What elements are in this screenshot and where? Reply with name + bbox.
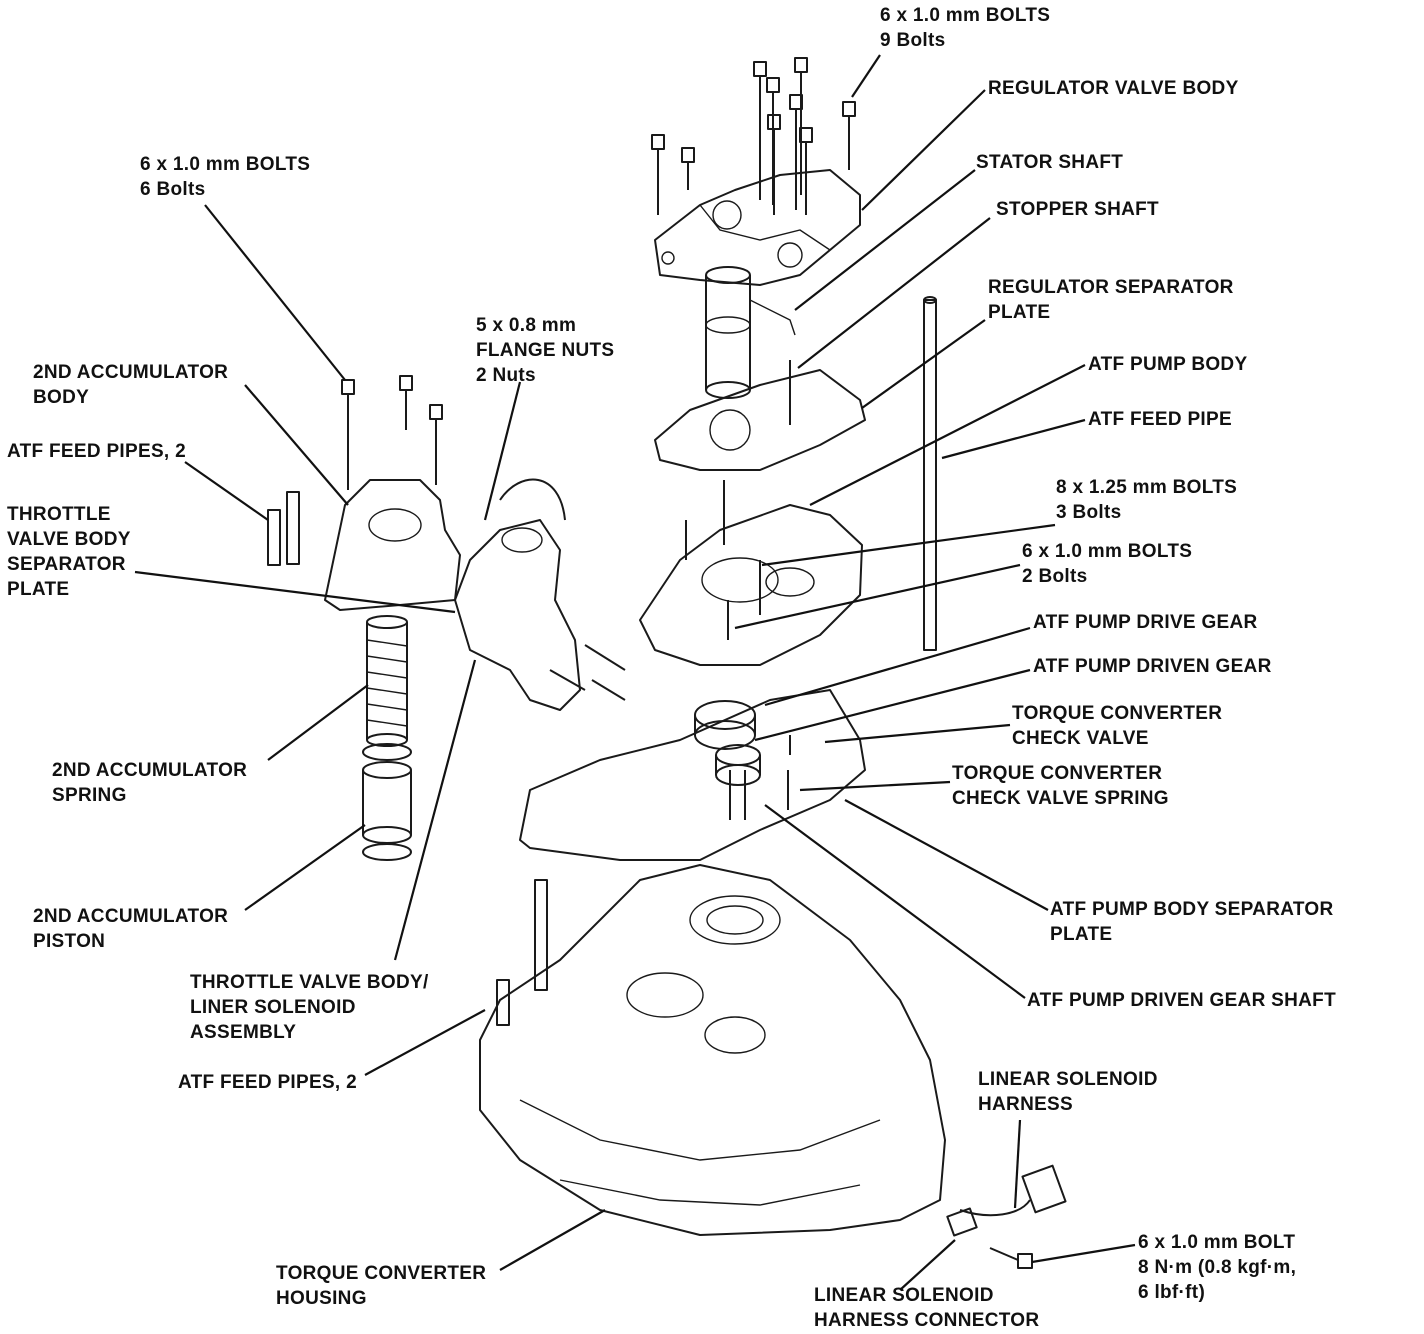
regulator-valve-body [654, 169, 861, 286]
atf-feed-pipes-upper [267, 491, 300, 566]
throttle-valve-body-assembly [454, 478, 626, 711]
atf-pump-body [639, 480, 863, 666]
label-atf-feed-pipes-2-upper: ATF FEED PIPES, 2 [7, 441, 186, 462]
leader-lines [134, 54, 1136, 1291]
label-regulator-valve-body: REGULATOR VALVE BODY [988, 78, 1239, 99]
atf-pump-gears [694, 700, 761, 786]
label-stopper-shaft: STOPPER SHAFT [996, 199, 1159, 220]
label-atf-pump-drive-gear: ATF PUMP DRIVE GEAR [1033, 612, 1258, 633]
torque-converter-housing [479, 864, 946, 1236]
second-accumulator-body [324, 375, 461, 611]
stator-shaft [705, 266, 796, 399]
atf-feed-pipe-long [923, 296, 937, 651]
label-atf-feed-pipe: ATF FEED PIPE [1088, 409, 1232, 430]
regulator-bolts-9 [651, 57, 856, 215]
regulator-separator-plate [654, 360, 866, 471]
atf-pump-body-separator-plate [519, 689, 866, 861]
second-accumulator-spring [366, 615, 408, 747]
label-atf-pump-driven-gear: ATF PUMP DRIVEN GEAR [1033, 656, 1272, 677]
second-accumulator-piston [362, 743, 412, 861]
label-stator-shaft: STATOR SHAFT [976, 152, 1124, 173]
label-atf-pump-body: ATF PUMP BODY [1088, 354, 1248, 375]
label-atf-feed-pipes-2-lower: ATF FEED PIPES, 2 [178, 1072, 357, 1093]
linear-solenoid-harness [946, 1164, 1067, 1269]
label-atf-pump-driven-gear-shaft: ATF PUMP DRIVEN GEAR SHAFT [1027, 990, 1336, 1011]
